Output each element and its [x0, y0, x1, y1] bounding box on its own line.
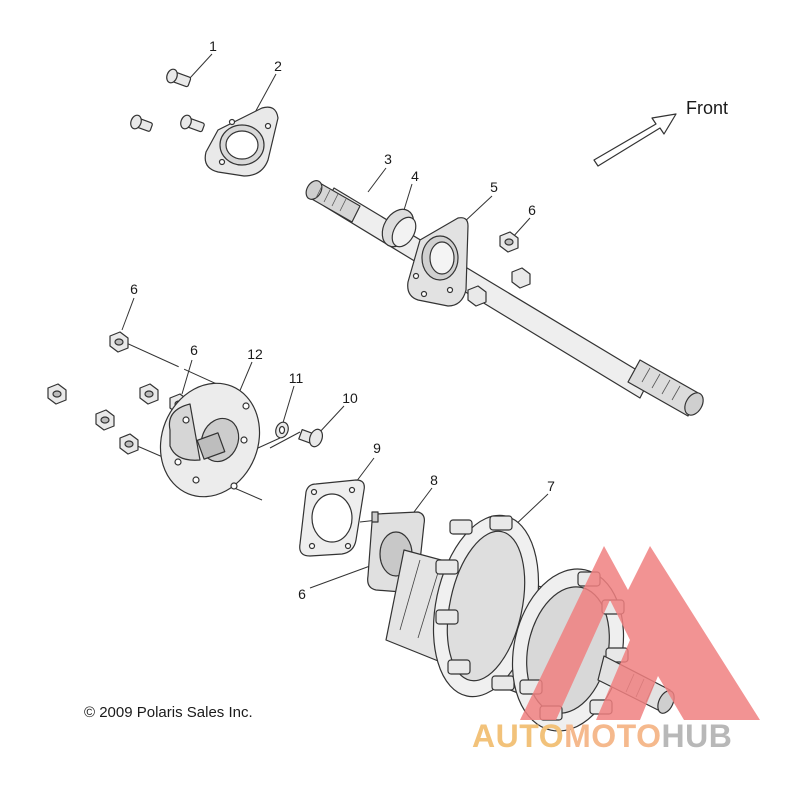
watermark-part-hub: HUB [661, 718, 733, 754]
lock-washer [275, 421, 289, 439]
bolt-1c [180, 114, 205, 133]
watermark-part-auto: AUTO [472, 718, 565, 754]
callout-10: 10 [342, 390, 358, 406]
callout-9: 9 [373, 440, 381, 456]
callout-5: 5 [490, 179, 498, 195]
nut-6c [467, 285, 487, 307]
nut-left-2 [47, 383, 67, 405]
hub-flange [159, 382, 261, 498]
bearing-flange-plate [204, 106, 279, 177]
bolt-1b [130, 114, 153, 132]
callout-6-mid: 6 [190, 342, 198, 358]
nut-6b [511, 267, 531, 289]
nut-left-5 [95, 409, 115, 431]
front-direction-label: Front [686, 98, 729, 118]
callout-7: 7 [547, 478, 555, 494]
callout-6-left: 6 [130, 281, 138, 297]
nut-left-3 [139, 383, 159, 405]
callout-8: 8 [430, 472, 438, 488]
watermark-text: AUTOMOTOHUB [472, 718, 732, 755]
nut-6a [499, 231, 519, 253]
shaft-bearing [381, 208, 417, 248]
callout-6-top: 6 [528, 202, 536, 218]
copyright-text: © 2009 Polaris Sales Inc. [84, 704, 253, 721]
drive-shaft [305, 180, 704, 417]
front-direction-arrow [593, 113, 677, 167]
watermark-logo [520, 546, 760, 720]
callout-3: 3 [384, 151, 392, 167]
gasket-plate [299, 479, 365, 557]
watermark-part-moto: MOTO [564, 718, 662, 754]
bolt-1a [166, 68, 192, 88]
callout-11: 11 [288, 370, 304, 386]
callout-1: 1 [209, 38, 217, 54]
callout-6-bottom: 6 [298, 586, 306, 602]
nut-left-1 [109, 331, 129, 353]
nut-left-6 [119, 433, 139, 455]
callout-2: 2 [274, 58, 282, 74]
callout-4: 4 [411, 168, 419, 184]
callout-12: 12 [247, 346, 263, 362]
pin-10 [298, 428, 324, 448]
bearing-housing-flange [407, 217, 469, 307]
